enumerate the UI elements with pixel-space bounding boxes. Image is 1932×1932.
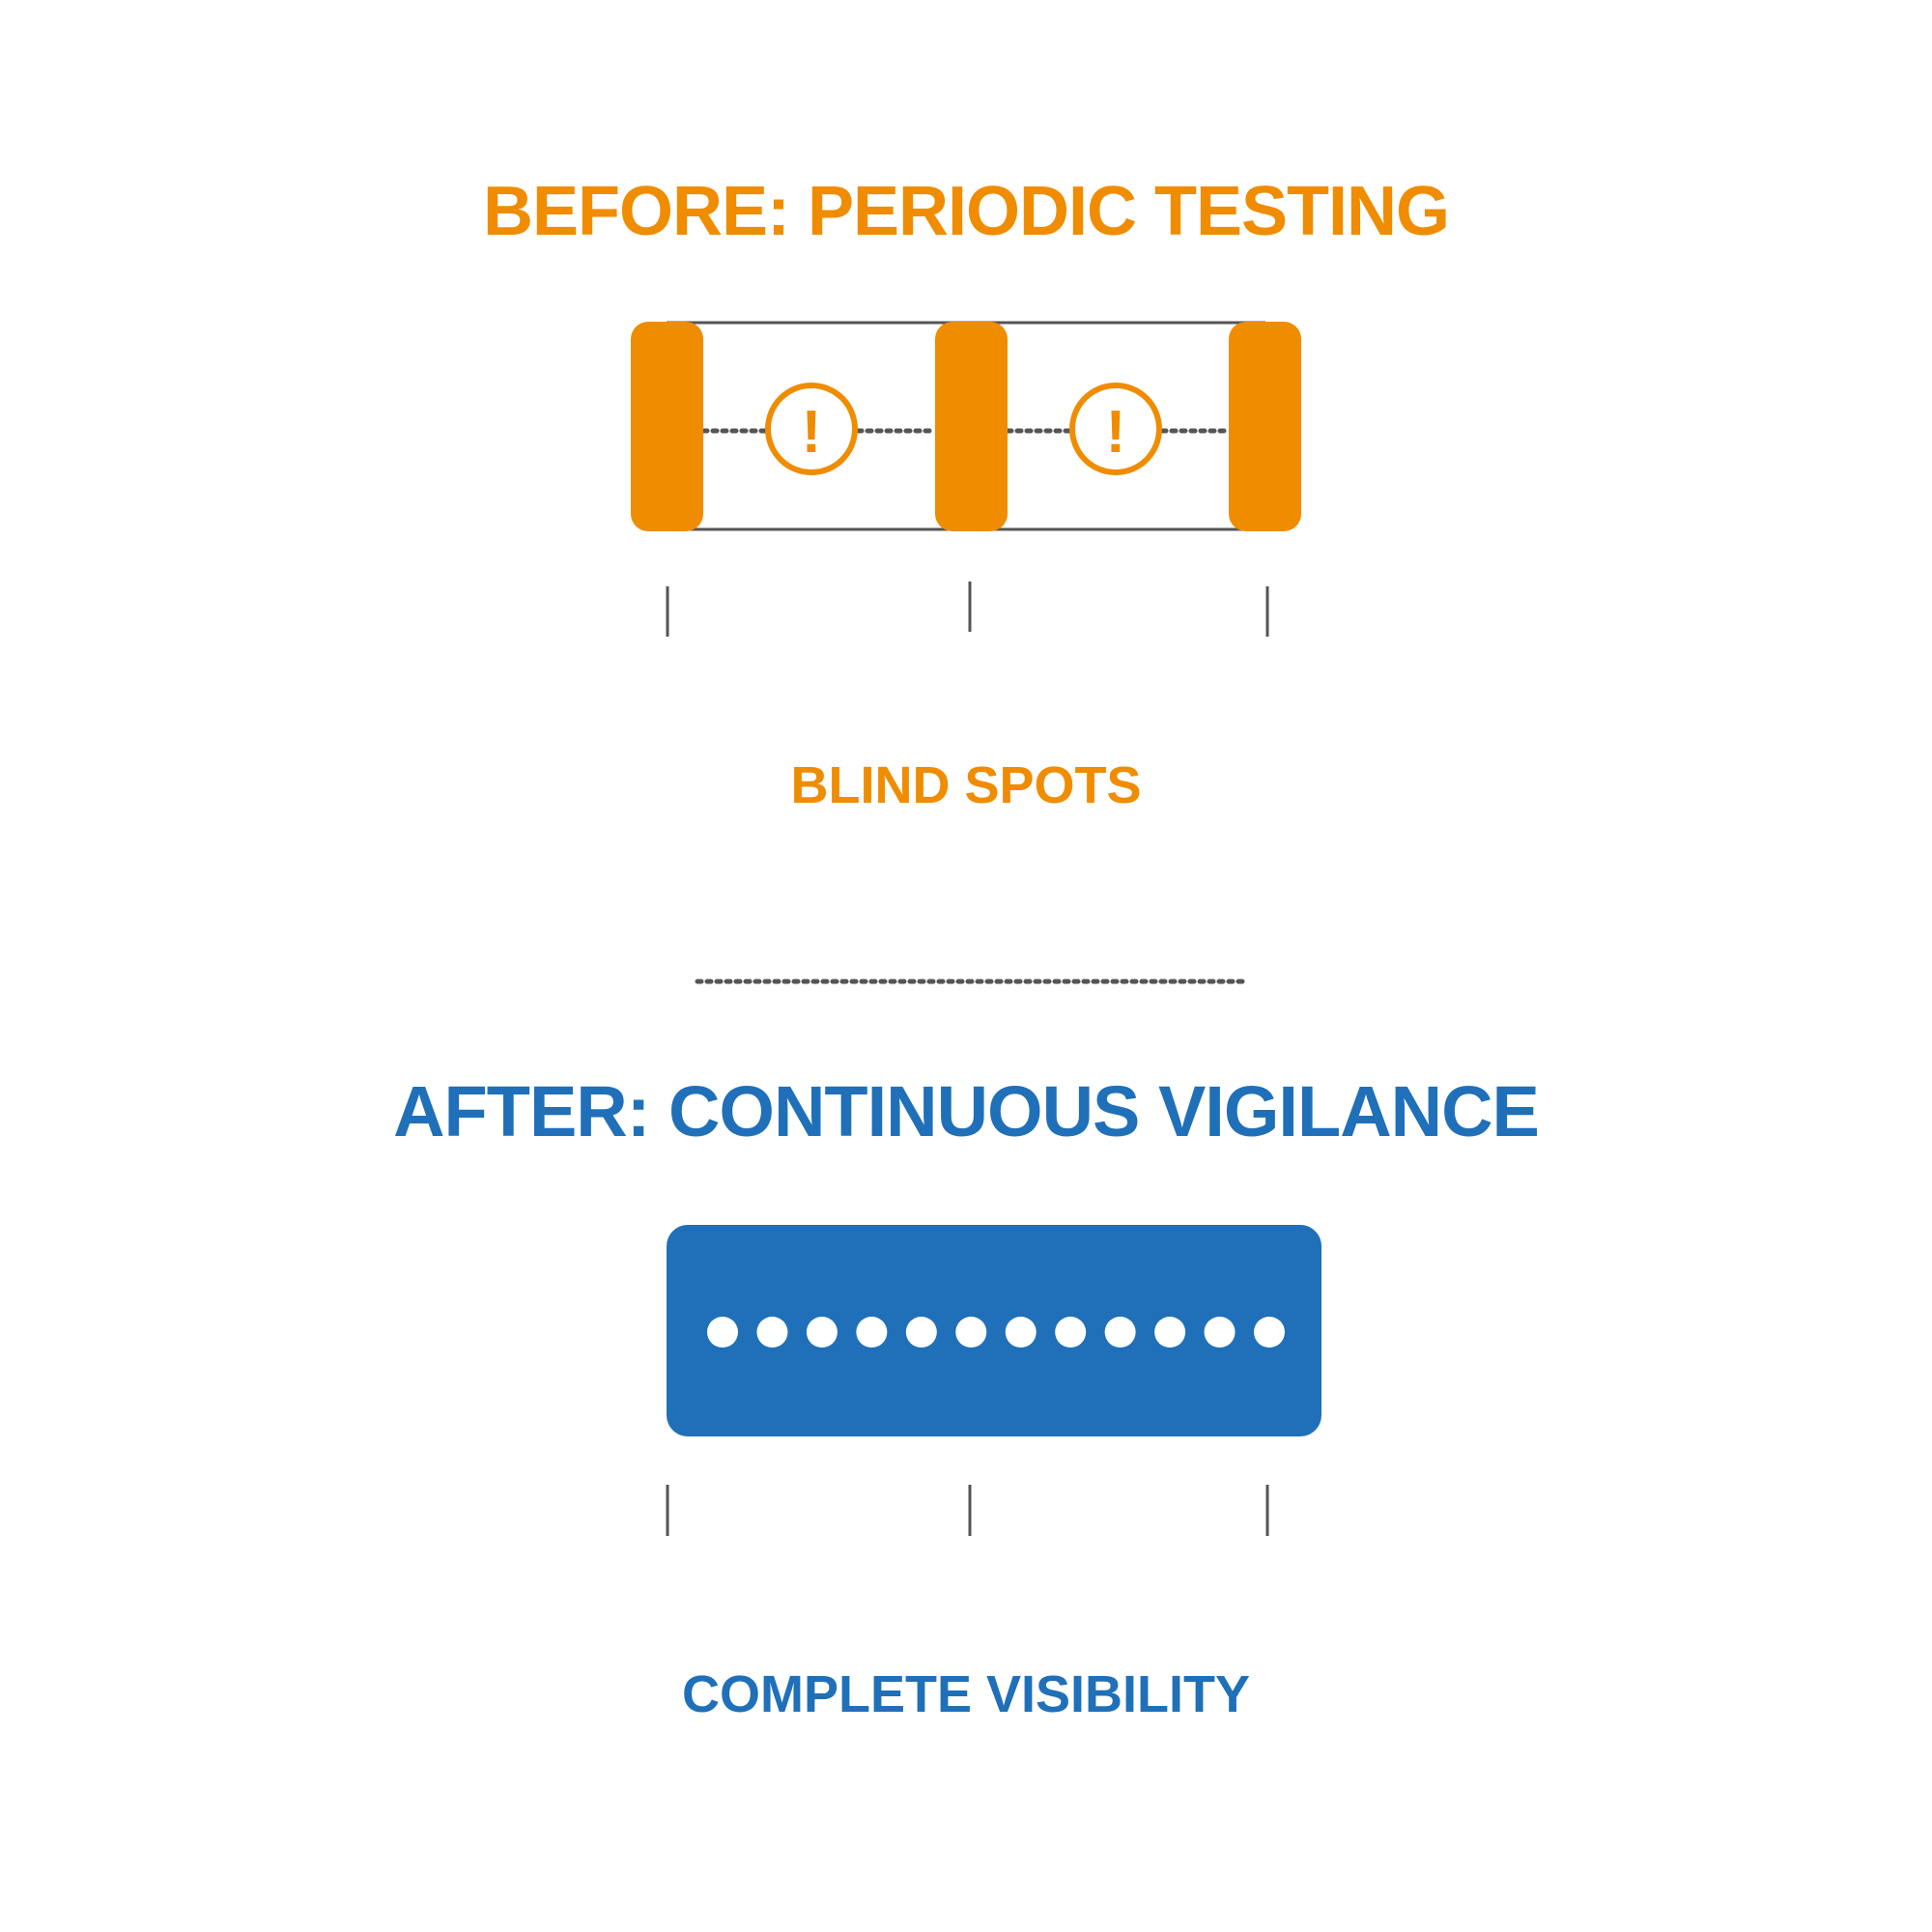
- scan-dot: [905, 1317, 937, 1348]
- after-caption: COMPLETE VISIBILITY: [681, 1665, 1251, 1723]
- scan-dot: [1005, 1317, 1037, 1348]
- scan-dot: [1154, 1317, 1186, 1348]
- scan-dot: [955, 1317, 987, 1348]
- scan-dots: [707, 1317, 1285, 1348]
- test-block: [1229, 322, 1301, 531]
- test-block: [631, 322, 703, 531]
- gap-marker-text: !: [1106, 399, 1126, 466]
- alert-circle-icon: !: [765, 383, 858, 475]
- scan-dot: [756, 1317, 788, 1348]
- scan-dot: [1055, 1317, 1087, 1348]
- scan-dot: [1254, 1317, 1285, 1348]
- scan-dot: [856, 1317, 888, 1348]
- test-block: [935, 322, 1008, 531]
- gap-marker-text: !: [802, 399, 822, 466]
- scan-dot: [707, 1317, 738, 1348]
- before-timeline: ! !: [631, 321, 1301, 637]
- scan-dot: [806, 1317, 838, 1348]
- after-timeline: [666, 1225, 1321, 1536]
- after-title: AFTER: CONTINUOUS VIGILANCE: [393, 1071, 1540, 1151]
- before-caption: BLIND SPOTS: [790, 756, 1142, 814]
- continuous-monitoring-bar: [667, 1225, 1321, 1436]
- before-title: BEFORE: PERIODIC TESTING: [482, 173, 1450, 250]
- scan-dot: [1104, 1317, 1136, 1348]
- alert-circle-icon: !: [1069, 383, 1162, 475]
- scan-dot: [1204, 1317, 1236, 1348]
